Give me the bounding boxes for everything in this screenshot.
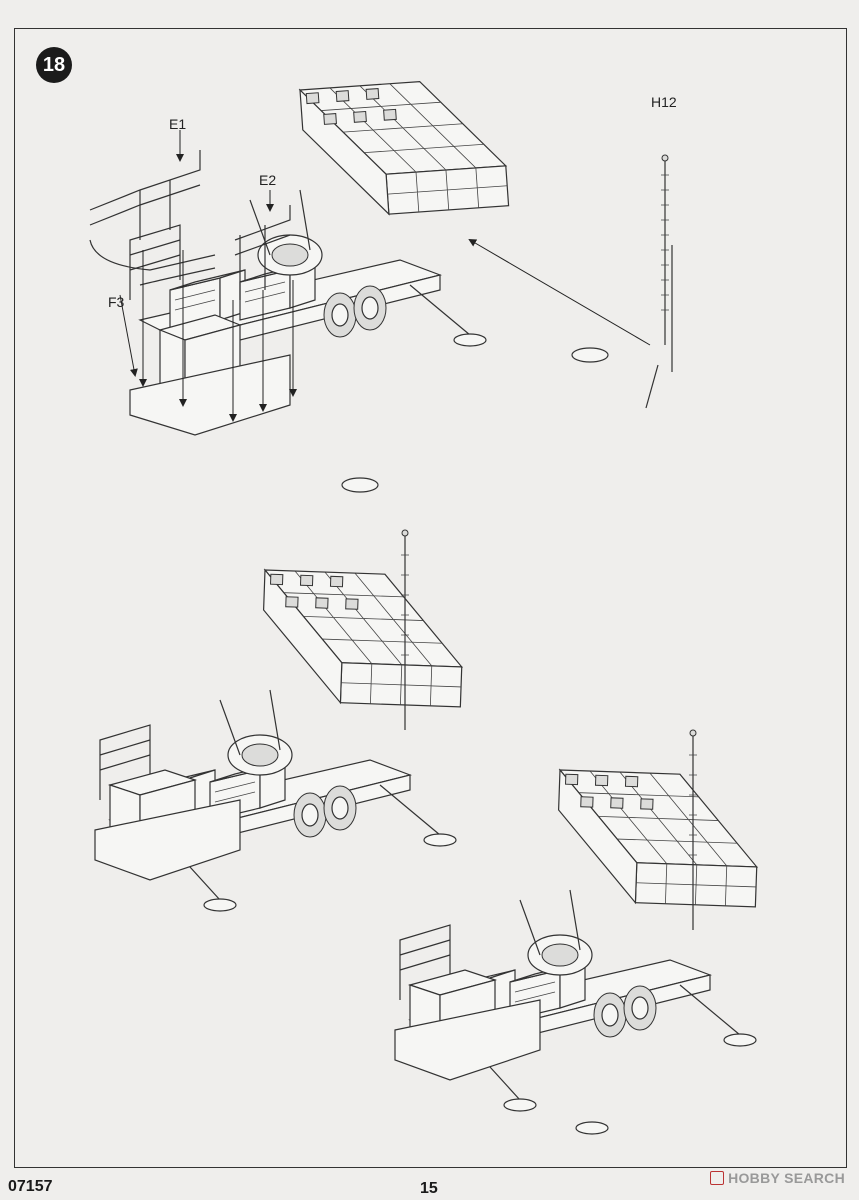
middle-completed-view	[94, 529, 466, 912]
top-assembly-view	[89, 75, 673, 493]
hobby-search-watermark: HOBBY SEARCH	[710, 1170, 845, 1186]
page-number: 15	[420, 1180, 438, 1197]
part-label-e2: E2	[259, 172, 277, 188]
product-code: 07157	[8, 1178, 53, 1195]
bottom-completed-view	[394, 729, 761, 1135]
part-label-h12: H12	[651, 94, 677, 110]
hobby-search-logo-icon	[710, 1171, 725, 1185]
page-frame	[14, 28, 847, 1168]
part-label-e1: E1	[169, 116, 187, 132]
step-number-badge: 18	[36, 47, 72, 83]
watermark-text: HOBBY SEARCH	[728, 1170, 845, 1186]
